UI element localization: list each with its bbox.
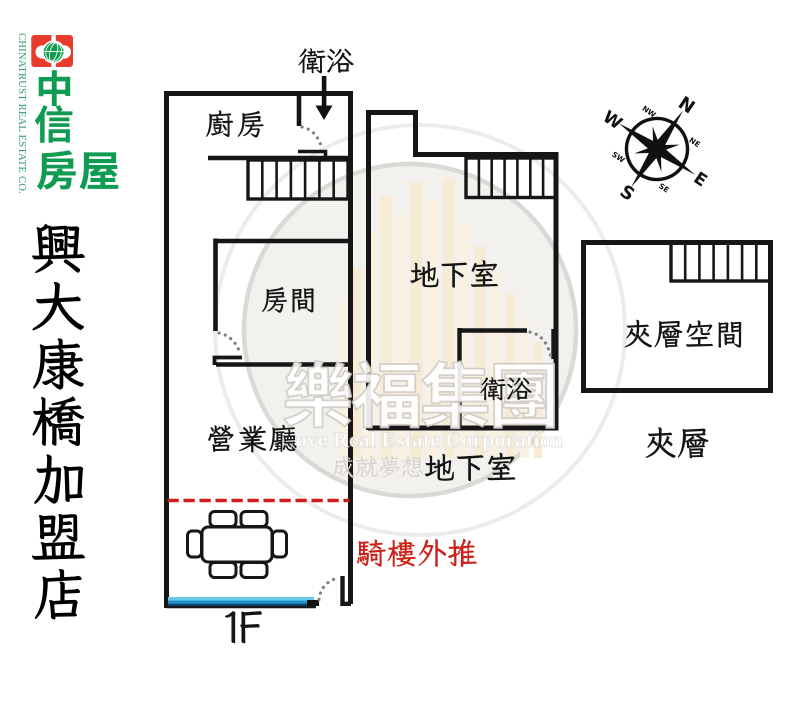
skyline-bar [427, 200, 438, 458]
skyline-bar [352, 268, 361, 458]
glyph-營 [208, 424, 234, 453]
glyph-間 [718, 321, 742, 348]
brand-char-zhong [38, 70, 71, 106]
brand-char-xin [34, 105, 73, 143]
chair [208, 510, 238, 528]
glyph-騎 [357, 539, 386, 567]
chair [186, 529, 203, 559]
compass-rose: N E S W NE SE SW NW [599, 93, 711, 206]
label-kitchen: 廚房 [206, 110, 264, 138]
store-name-char-5 [32, 513, 86, 560]
store-name-char-1 [32, 282, 85, 331]
wall-basement-outline [366, 110, 559, 431]
label-floor-1f: 1F [224, 611, 262, 644]
compass-ne: NE [687, 135, 701, 149]
chair [208, 561, 238, 579]
glyph-夾 [645, 427, 676, 458]
storefront-glass-dark [168, 603, 314, 607]
brand-logo: 中信房屋CHINATRUST REAL ESTATE CO. [16, 33, 119, 194]
label-arcade: 騎樓外推 [357, 538, 477, 568]
chair [271, 529, 288, 559]
glyph-盟 [32, 513, 86, 560]
storefront-line [168, 597, 319, 607]
stairs-1f [246, 158, 350, 201]
stairs-mezzanine [669, 240, 773, 283]
table-set [186, 510, 288, 579]
store-name: 興大康橋加盟店 [32, 223, 86, 620]
store-name-char-2 [33, 338, 84, 390]
stairs-outline [246, 158, 350, 201]
glyph-大 [32, 282, 85, 331]
watermark-foreground: 樂福集團Love Real Estate Corporation成就夢想 [281, 359, 563, 478]
label-mezzanine-caption: 夾層 [645, 427, 709, 459]
arrow-stem [321, 76, 327, 107]
glyph-樂 [283, 359, 353, 429]
compass-main-star [618, 110, 696, 188]
stairs-hatch [477, 158, 545, 198]
brand-char-wu [79, 152, 119, 190]
label-mezzanine-room: 夾層空間 [624, 319, 742, 349]
stairs-basement [464, 156, 558, 200]
stairs-hatch [260, 160, 336, 199]
store-name-char-4 [34, 454, 84, 504]
skyline-bar [474, 246, 485, 458]
compass-e: E [690, 168, 711, 191]
glyph-廚 [206, 110, 234, 137]
skyline-bar [459, 224, 469, 458]
chair [239, 510, 269, 528]
wall-1f-outline [164, 91, 353, 608]
storefront-glass-light [168, 597, 314, 601]
stairs-outline [464, 156, 558, 200]
glyph-橋 [32, 396, 85, 447]
storefront-glass-mid [168, 600, 314, 605]
wall-bedroom [213, 238, 350, 331]
glyph-康 [33, 338, 84, 390]
compass-w: W [599, 107, 626, 134]
unit-1f-walls [164, 91, 353, 609]
door-leaf-bedroom [212, 355, 242, 365]
store-name-char-3 [32, 396, 85, 447]
glyph-加 [34, 454, 84, 504]
glyph-房 [36, 150, 76, 191]
brand-company-en: CHINATRUST REAL ESTATE CO. [16, 33, 27, 194]
glyph-樓 [387, 539, 416, 567]
store-name-char-6 [34, 569, 82, 620]
table [200, 525, 274, 564]
door-arc-entry [317, 575, 342, 602]
glyph-屋 [79, 152, 119, 190]
glyph-推 [448, 538, 477, 568]
door-arc-kitchen [300, 125, 324, 151]
compass-sw: SW [610, 150, 627, 166]
compass-se: SE [657, 181, 671, 194]
glyph-信 [34, 105, 73, 143]
compass-s: S [616, 181, 638, 206]
glyph-1 [224, 611, 236, 644]
storefront-end-cap [307, 600, 319, 606]
unit-1f [164, 76, 353, 609]
arrow-head [315, 105, 333, 120]
glyph-店 [34, 569, 82, 620]
unit-mezzanine [581, 240, 773, 393]
glyph-夾 [624, 319, 653, 348]
skyline-bar [395, 214, 406, 458]
stairs-hatch [683, 242, 758, 281]
watermark-subtitle: Love Real Estate Corporation [281, 427, 563, 452]
door-stub-entry [340, 576, 351, 606]
door-arc-bedroom [217, 331, 243, 356]
brand-char-fang [36, 150, 76, 191]
emblem-globe-grid [43, 41, 64, 64]
glyph-衛 [298, 48, 326, 74]
compass-n: N [674, 93, 698, 119]
label-bath-callout: 衛浴 [298, 48, 354, 74]
bath-callout-arrow [315, 76, 333, 120]
chair [239, 561, 269, 579]
brand-emblem [31, 34, 73, 67]
glyph-層 [654, 320, 683, 349]
glyph-中 [38, 70, 71, 106]
stairs-outline [669, 240, 773, 283]
